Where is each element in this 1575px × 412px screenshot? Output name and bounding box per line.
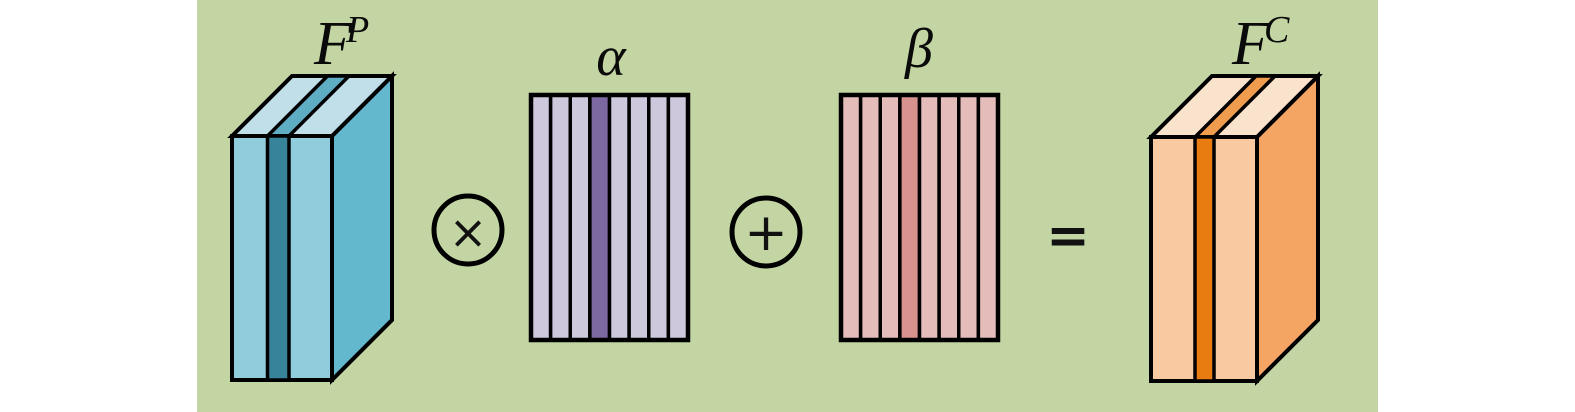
matrix-border (528, 92, 691, 343)
equals-sign: = (1046, 206, 1090, 266)
multiply-operator-icon: × (431, 193, 505, 267)
matrix-column-highlighted (588, 93, 612, 342)
matrix-column (666, 93, 690, 342)
matrix-column (976, 93, 1000, 342)
matrix-column (627, 93, 651, 342)
matrix-column-highlighted (898, 93, 922, 342)
matrix-column (607, 93, 631, 342)
multiply-circle (431, 193, 505, 267)
multiply-sign: × (449, 205, 488, 259)
matrix-column (957, 93, 981, 342)
alpha-label: α (596, 26, 627, 88)
add-sign: + (744, 203, 788, 263)
matrix-column (568, 93, 592, 342)
fc-label-superscript: C (1264, 9, 1290, 51)
matrix-column (548, 93, 573, 342)
beta-matrix (838, 92, 1001, 343)
matrix-column (937, 93, 961, 342)
fp-label: F (313, 10, 353, 78)
matrix-column (647, 93, 671, 342)
add-circle (729, 195, 803, 269)
matrix-column (839, 93, 863, 342)
matrix-border (838, 92, 1001, 343)
fp-label-superscript: P (345, 9, 369, 51)
alpha-matrix (528, 92, 691, 343)
fp-front-stripe (265, 134, 291, 382)
fc-front-stripe (1193, 135, 1216, 383)
fc-block: F C (1146, 9, 1323, 386)
add-operator-icon: + (729, 195, 803, 269)
beta-label: β (904, 18, 933, 80)
fp-block: F P (227, 9, 397, 385)
matrix-column (529, 93, 553, 342)
fc-label: F (1231, 10, 1271, 78)
matrix-column (917, 93, 941, 342)
matrix-column (858, 93, 883, 342)
matrix-column (878, 93, 902, 342)
